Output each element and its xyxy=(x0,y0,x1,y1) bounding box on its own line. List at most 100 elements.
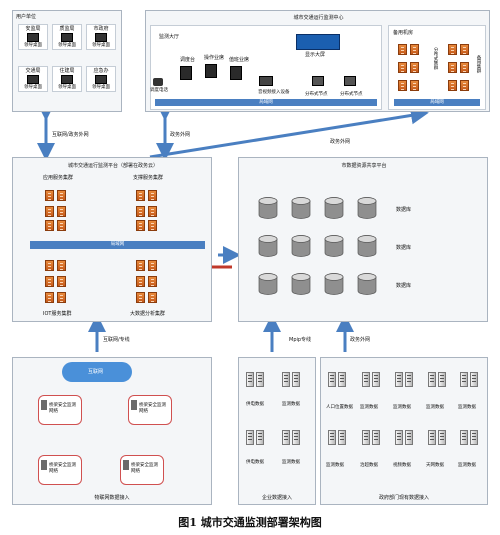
backup-cluster-label: 分布式集群 xyxy=(433,47,438,70)
figure-caption: 图1 城市交通监测部署架构图 xyxy=(178,516,322,529)
user-unit-sub: 领导桌面 xyxy=(58,85,76,90)
user-unit-name: 应急办 xyxy=(93,68,109,74)
user-unit-sub: 领导桌面 xyxy=(24,85,42,90)
gov-data-label: 天网数据 xyxy=(426,463,444,468)
user-unit-cell xyxy=(18,66,48,92)
app-cluster-label: 应用服务集群 xyxy=(43,175,74,181)
user-unit-sub: 领导桌面 xyxy=(58,43,76,48)
duty-seat-icon xyxy=(230,66,242,80)
backup-network-bus: 局域网 xyxy=(394,99,480,106)
platform-server-icon xyxy=(136,190,145,201)
user-unit-name: 住建局 xyxy=(59,68,75,74)
center-item-dispatch-desk: 调度台 xyxy=(180,57,196,63)
backup-server-icon xyxy=(410,80,419,91)
gov-data-label: 人口位置数据 xyxy=(326,405,353,410)
gateway-label: 桥梁安全监测网络 xyxy=(139,403,166,414)
sharing-title: 市数据资源共享平台 xyxy=(341,163,387,169)
support-cluster-label: 支撑服务集群 xyxy=(133,175,164,181)
bridge-monitor-gateway xyxy=(120,455,164,485)
user-unit-sub: 领导桌面 xyxy=(92,43,110,48)
internet-cloud-icon xyxy=(62,362,132,382)
center-title: 城市交通运行监测中心 xyxy=(293,15,344,21)
server-tower-icon xyxy=(395,372,403,387)
display-wall-icon xyxy=(296,34,340,50)
platform-server-icon xyxy=(45,206,54,217)
platform-server-icon xyxy=(57,276,66,287)
database-icon xyxy=(291,197,311,219)
internet-cloud-label: 互联网 xyxy=(88,369,104,375)
link-label-gov-extranet-2: 政务外网 xyxy=(330,139,351,145)
gateway-device-icon xyxy=(131,400,137,410)
platform-backup-link xyxy=(149,106,429,159)
center-item-operator-seat: 操作业席 xyxy=(204,55,225,61)
server-tower-icon xyxy=(428,372,436,387)
gov-data-label: 监测数据 xyxy=(393,405,411,410)
user-unit-sub: 领导桌面 xyxy=(92,85,110,90)
backup-server-icon xyxy=(448,62,457,73)
enterprise-footer: 企业数据接入 xyxy=(261,495,292,501)
node-2-icon xyxy=(344,76,356,86)
node-1-icon xyxy=(312,76,324,86)
database-label: 数据库 xyxy=(396,245,412,251)
center-item-duty-seat: 值班业席 xyxy=(229,57,250,63)
database-icon xyxy=(258,197,278,219)
gateway-device-icon xyxy=(123,460,129,470)
server-tower-icon xyxy=(292,430,300,445)
server-tower-icon xyxy=(470,372,478,387)
platform-server-icon xyxy=(148,220,157,231)
gov-data-label: 监测数据 xyxy=(326,463,344,468)
platform-server-icon xyxy=(148,292,157,303)
desktop-icon xyxy=(27,33,39,42)
server-tower-icon xyxy=(282,372,290,387)
gov-footer: 政府部门现有数据接入 xyxy=(378,495,429,501)
backup-server-icon xyxy=(398,62,407,73)
server-tower-icon xyxy=(438,372,446,387)
gov-data-label: 监测数据 xyxy=(458,405,476,410)
link-label-gov-extranet: 政务外网 xyxy=(170,132,191,138)
server-tower-icon xyxy=(460,430,468,445)
platform-server-icon xyxy=(148,206,157,217)
server-tower-icon xyxy=(395,430,403,445)
operator-seat-icon xyxy=(205,64,217,78)
platform-server-icon xyxy=(57,206,66,217)
database-icon xyxy=(357,235,377,257)
database-icon xyxy=(258,235,278,257)
database-label: 数据库 xyxy=(396,283,412,289)
database-icon xyxy=(357,273,377,295)
platform-server-icon xyxy=(136,276,145,287)
server-tower-icon xyxy=(328,430,336,445)
platform-network-bus: 局域网 xyxy=(30,241,205,249)
dispatch-desk-icon xyxy=(180,66,192,80)
desktop-icon xyxy=(95,33,107,42)
center-item-av-access: 音视频接入设备 xyxy=(258,90,290,95)
database-label: 数据库 xyxy=(396,207,412,213)
user-unit-name: 市政府 xyxy=(93,26,109,32)
server-tower-icon xyxy=(362,430,370,445)
desktop-icon xyxy=(95,75,107,84)
server-tower-icon xyxy=(405,372,413,387)
enterprise-data-label: 监测数据 xyxy=(282,402,300,407)
enterprise-data-label: 供电数据 xyxy=(246,402,264,407)
desktop-icon xyxy=(61,75,73,84)
backup-server-icon xyxy=(448,80,457,91)
database-icon xyxy=(291,273,311,295)
gov-data-label: 监测数据 xyxy=(458,463,476,468)
platform-server-icon xyxy=(148,190,157,201)
server-tower-icon xyxy=(470,430,478,445)
server-tower-icon xyxy=(328,372,336,387)
platform-server-icon xyxy=(45,260,54,271)
gateway-label: 桥梁安全监测网络 xyxy=(131,463,158,474)
enterprise-data-label: 供电数据 xyxy=(246,460,264,465)
database-icon xyxy=(357,197,377,219)
platform-server-icon xyxy=(57,190,66,201)
backup-title: 备用机房 xyxy=(393,30,414,36)
user-unit-title: 用户单位 xyxy=(16,14,37,20)
gateway-label: 桥梁安全监测网络 xyxy=(49,463,76,474)
link-label-mpip: Mpip专线 xyxy=(289,337,312,343)
server-tower-icon xyxy=(292,372,300,387)
platform-server-icon xyxy=(45,220,54,231)
backup-server-icon xyxy=(460,62,469,73)
server-tower-icon xyxy=(372,430,380,445)
platform-server-icon xyxy=(57,292,66,303)
server-tower-icon xyxy=(338,372,346,387)
